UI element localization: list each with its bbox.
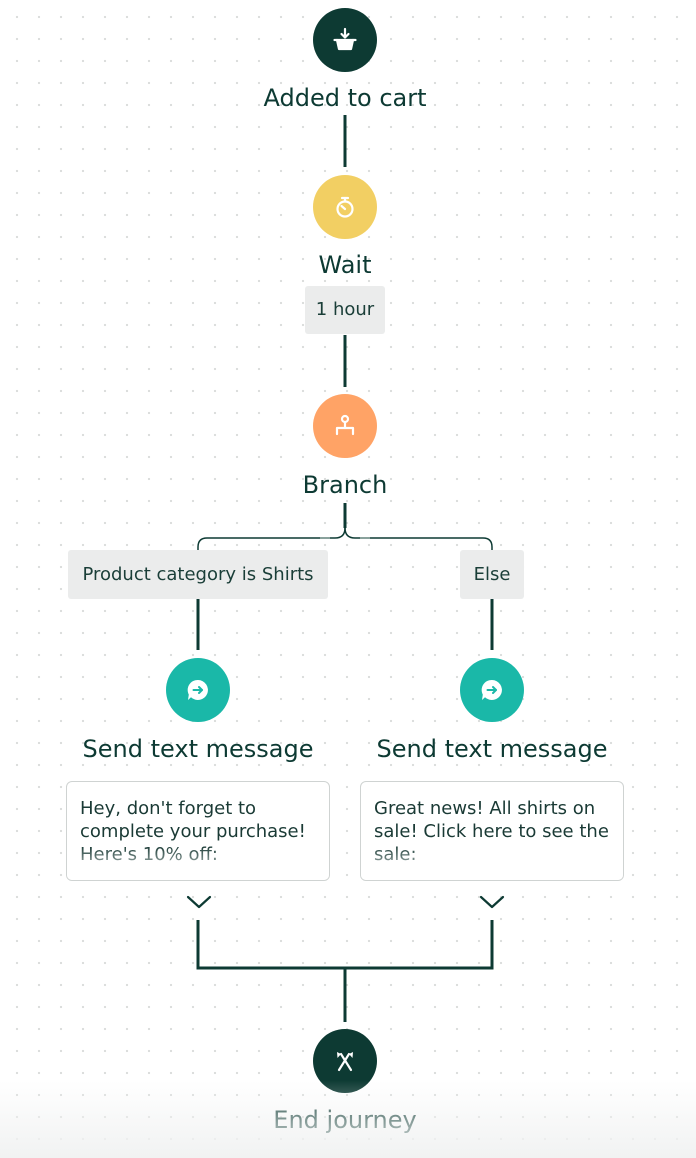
branch-condition-shirts[interactable]: Product category is Shirts: [68, 550, 328, 599]
branch-condition-else[interactable]: Else: [460, 550, 524, 599]
split-branch-icon: [335, 414, 355, 436]
end-journey-node[interactable]: [313, 1029, 377, 1093]
end-journey-label: End journey: [273, 1106, 417, 1134]
trigger-label: Added to cart: [263, 84, 427, 112]
send-text-label-right: Send text message: [376, 735, 608, 763]
wait-duration-chip[interactable]: 1 hour: [305, 286, 385, 334]
branch-node[interactable]: [313, 394, 377, 458]
connector-split-left: [197, 527, 346, 550]
chevron-down-icon[interactable]: [186, 894, 212, 910]
chat-arrow-icon: [187, 679, 208, 700]
crossed-flags-icon: [337, 1052, 353, 1072]
wait-node[interactable]: [313, 175, 377, 239]
send-text-node-right[interactable]: [460, 658, 524, 722]
chat-arrow-icon: [481, 679, 502, 700]
connector-split-right: [344, 527, 493, 550]
message-preview-card-left[interactable]: Hey, don't forget to complete your purch…: [66, 781, 330, 881]
basket-download-icon: [333, 27, 357, 51]
trigger-node[interactable]: [313, 8, 377, 72]
stopwatch-icon: [336, 196, 354, 218]
branch-label: Branch: [302, 471, 388, 499]
send-text-label-left: Send text message: [82, 735, 314, 763]
connector-merge: [196, 920, 494, 970]
chevron-down-icon[interactable]: [479, 894, 505, 910]
wait-label: Wait: [318, 251, 372, 279]
send-text-node-left[interactable]: [166, 658, 230, 722]
message-preview-card-right[interactable]: Great news! All shirts on sale! Click he…: [360, 781, 624, 881]
